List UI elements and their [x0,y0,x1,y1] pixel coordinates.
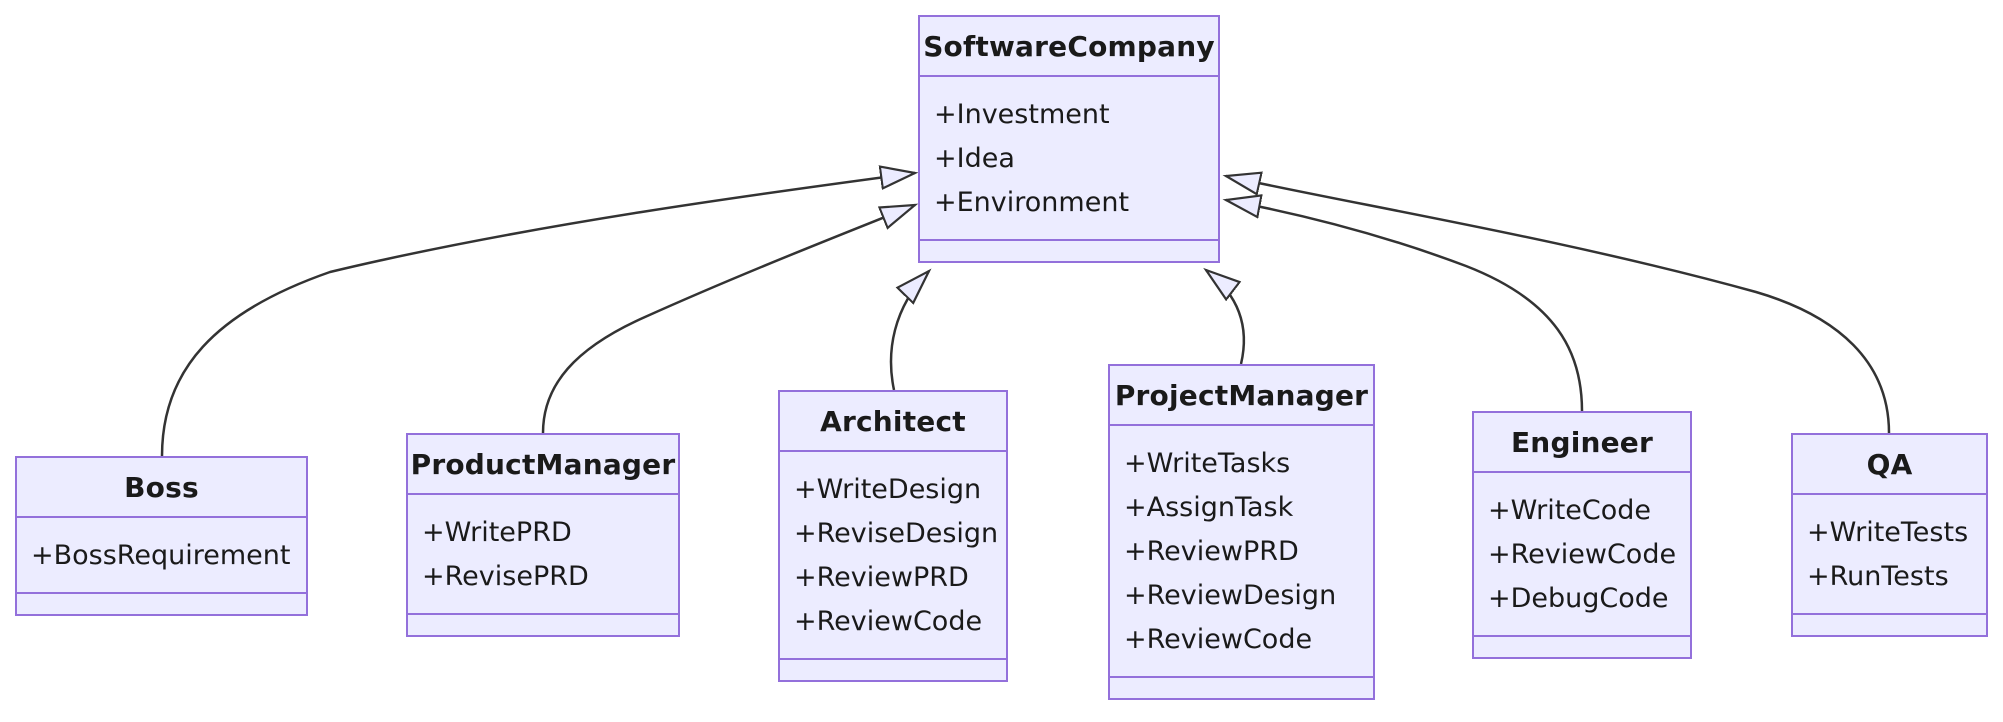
class-attribute: +Investment [934,98,1110,130]
class-attributes: +WritePRD +RevisePRD [408,495,678,613]
class-attribute: +Idea [934,142,1015,174]
class-box-engineer: Engineer +WriteCode +ReviewCode +DebugCo… [1472,411,1692,659]
edge-projectmanager-to-softwarecompany [1206,270,1246,365]
class-attribute: +Environment [934,186,1130,218]
class-box-productmanager: ProductManager +WritePRD +RevisePRD [406,433,680,637]
class-attributes: +WriteTasks +AssignTask +ReviewPRD +Revi… [1110,426,1373,676]
class-attribute: +WritePRD [422,516,572,548]
class-box-softwarecompany: SoftwareCompany +Investment +Idea +Envir… [918,15,1220,263]
class-attribute: +ReviewCode [1124,623,1313,655]
class-methods-empty [1110,676,1373,698]
edge-engineer-to-softwarecompany [1226,200,1584,412]
class-methods-empty [780,658,1006,680]
class-box-boss: Boss +BossRequirement [15,456,308,616]
class-box-qa: QA +WriteTests +RunTests [1791,433,1988,637]
class-attribute: +RevisePRD [422,560,589,592]
edge-productmanager-to-softwarecompany [541,205,915,434]
class-title: ProjectManager [1110,366,1373,426]
class-title: Architect [780,392,1006,452]
class-methods-empty [920,239,1218,261]
class-attributes: +WriteTests +RunTests [1793,495,1986,613]
class-attributes: +WriteCode +ReviewCode +DebugCode [1474,473,1690,635]
class-title: Boss [17,458,306,518]
class-attributes: +WriteDesign +ReviseDesign +ReviewPRD +R… [780,452,1006,658]
class-attribute: +ReviewCode [1488,538,1677,570]
class-attribute: +DebugCode [1488,582,1669,614]
class-methods-empty [17,592,306,614]
class-attributes: +BossRequirement [17,518,306,592]
class-attribute: +ReviseDesign [794,517,999,549]
class-attribute: +BossRequirement [31,539,291,571]
class-attributes: +Investment +Idea +Environment [920,77,1218,239]
class-attribute: +ReviewDesign [1124,579,1337,611]
edge-qa-to-softwarecompany [1226,176,1891,434]
class-attribute: +WriteCode [1488,494,1652,526]
class-methods-empty [1793,613,1986,635]
class-attribute: +RunTests [1807,560,1949,592]
class-attribute: +WriteTasks [1124,447,1291,479]
class-title: Engineer [1474,413,1690,473]
class-attribute: +ReviewPRD [1124,535,1299,567]
class-title: SoftwareCompany [920,17,1218,77]
class-methods-empty [1474,635,1690,657]
class-methods-empty [408,613,678,635]
class-title: ProductManager [408,435,678,495]
edge-architect-to-softwarecompany [889,271,929,391]
class-title: QA [1793,435,1986,495]
class-box-projectmanager: ProjectManager +WriteTasks +AssignTask +… [1108,364,1375,700]
class-attribute: +ReviewCode [794,605,983,637]
class-attribute: +ReviewPRD [794,561,969,593]
class-attribute: +WriteDesign [794,473,982,505]
class-box-architect: Architect +WriteDesign +ReviseDesign +Re… [778,390,1008,682]
edge-boss-to-softwarecompany [160,173,915,457]
class-attribute: +AssignTask [1124,491,1294,523]
class-attribute: +WriteTests [1807,516,1969,548]
